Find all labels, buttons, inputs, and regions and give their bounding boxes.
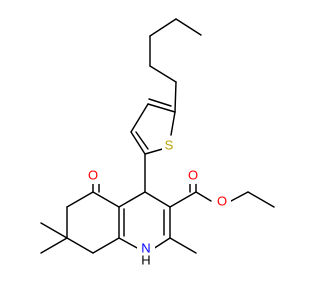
thiophene-bond-3-double (135, 131, 149, 150)
atom-oxygen-carbonyl-ester: O (188, 167, 198, 182)
left-ring-bond-1 (92, 191, 120, 208)
atom-nitrogen: N (141, 240, 150, 255)
core-bond-4 (152, 237, 171, 250)
ester-bond-1 (169, 191, 197, 208)
ester-bond-3 (195, 191, 212, 202)
atom-oxygen-ether-ester: O (217, 193, 227, 208)
butyl-bond-3 (149, 18, 177, 37)
core-bond-6 (144, 191, 171, 208)
gem-dimethyl-bond-1 (40, 222, 68, 239)
chemical-structure-diagram: O O O S N H (40, 18, 275, 267)
core-bond-1 (118, 191, 146, 208)
thiophene-bond-3 (130, 131, 146, 155)
left-ring-bond-2 (66, 191, 94, 208)
butyl-bond-5 (174, 81, 177, 113)
ester-bond-5 (247, 191, 275, 208)
thiophene-bond-1 (147, 103, 176, 113)
atom-nitrogen-hydrogen: H (141, 252, 150, 267)
bond-layer (40, 18, 275, 254)
thiophene-bond-1-double (148, 98, 172, 107)
thiophene-bond-2 (130, 103, 149, 133)
atom-sulfur: S (165, 137, 174, 152)
butyl-bond-4 (175, 18, 202, 36)
thiophene-bond-5 (170, 111, 176, 136)
ester-bond-4 (230, 191, 249, 202)
gem-dimethyl-bond-2 (40, 237, 68, 254)
molecule-page: { "molecule": { "atom_labels": { "oxygen… (40, 18, 275, 268)
core-bond-3 (118, 237, 140, 250)
left-ring-bond-4 (66, 237, 94, 254)
ring-methyl-bond (169, 237, 197, 254)
butyl-bond-1 (149, 65, 177, 83)
left-ring-bond-5 (92, 237, 120, 254)
atom-oxygen-ketone: O (88, 167, 98, 182)
atom-label-layer: O O O S N H (84, 137, 231, 267)
